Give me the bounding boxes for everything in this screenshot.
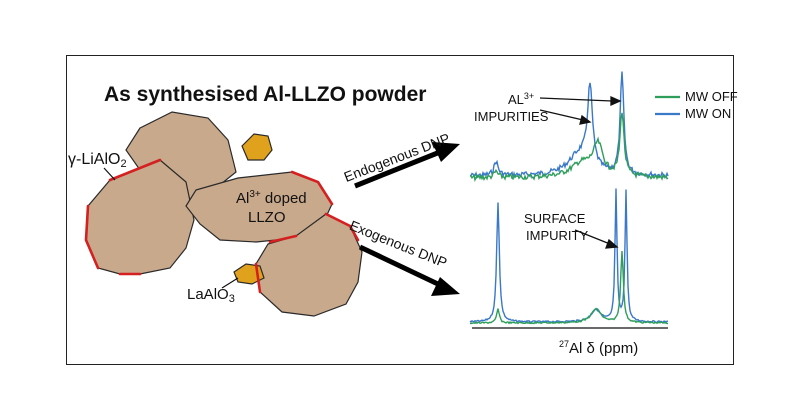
core-ion-text: Al [236, 190, 250, 207]
al-impurity-arrow-line-1 [539, 97, 613, 102]
spectrum-endogenous-mw-off [469, 112, 669, 183]
coating-segment [108, 158, 162, 182]
coating-leader-line [103, 167, 116, 181]
surface-impurity-annotation-line1: SURFACE [524, 211, 586, 226]
core-suffix-text: doped [260, 190, 307, 207]
al-impurity-ion: AL [508, 92, 524, 107]
coating-label-text: γ-LiAlO [68, 151, 121, 168]
coating-segment [268, 234, 298, 244]
legend [655, 95, 680, 116]
legend-label-mw-off: MW OFF [685, 89, 738, 104]
spectrum-exogenous-mw-on [469, 188, 668, 324]
al-impurity-annotation-line2: IMPURITIES [474, 109, 549, 124]
laalo3-leader-line [221, 277, 239, 289]
legend-label-mw-on: MW ON [685, 106, 732, 121]
x-axis-label-isotope: 27 [559, 339, 570, 349]
impurity-label-subscript: 3 [228, 293, 235, 305]
spectrum-endogenous-mw-on [469, 71, 669, 180]
impurity-particle-top [241, 133, 273, 161]
x-axis-label: 27Al δ (ppm) [559, 339, 639, 357]
surface-impurity-annotation-line2: IMPURITY [526, 228, 589, 243]
al-impurity-annotation-line1: AL3+ [508, 91, 535, 107]
x-axis-label-text: Al δ (ppm) [569, 340, 639, 357]
surface-coating [84, 158, 360, 294]
surface-impurity-arrow-line [574, 229, 611, 245]
al-impurity-arrow-line-2 [539, 109, 584, 121]
impurity-label: LaAlO3 [187, 287, 235, 305]
coating-segment [324, 212, 360, 242]
spectrum-exogenous-mw-off [470, 250, 669, 325]
endogenous-arrow-shaft [354, 149, 441, 189]
al-impurity-arrowhead-1 [610, 95, 622, 107]
impurity-label-text: LaAlO [187, 286, 229, 303]
coating-segment [290, 170, 334, 206]
surface-impurity-arrowhead [605, 238, 619, 249]
leader-lines [103, 167, 239, 289]
particle-group [85, 111, 363, 317]
diagram-title: As synthesised Al-LLZO powder [104, 83, 427, 106]
coating-label-subscript: 2 [120, 158, 127, 170]
exogenous-arrow-head [431, 277, 460, 296]
process-arrows [354, 142, 460, 296]
exogenous-arrow-shaft [358, 244, 442, 288]
nmr-spectra [469, 71, 669, 325]
coating-segment [254, 262, 262, 294]
particle-bottom-left [85, 159, 195, 275]
coating-label: γ-LiAlO2 [68, 152, 127, 170]
figure-frame [66, 55, 734, 365]
al-impurity-superscript: 3+ [523, 91, 535, 101]
coating-segment [84, 204, 100, 270]
core-ion-superscript: 3+ [249, 189, 261, 200]
core-label-line1: Al3+ doped [236, 189, 307, 207]
endogenous-arrow-head [432, 142, 460, 162]
annotation-arrows [539, 95, 622, 249]
core-label-line2: LLZO [248, 209, 286, 226]
al-impurity-arrowhead-2 [579, 114, 592, 125]
